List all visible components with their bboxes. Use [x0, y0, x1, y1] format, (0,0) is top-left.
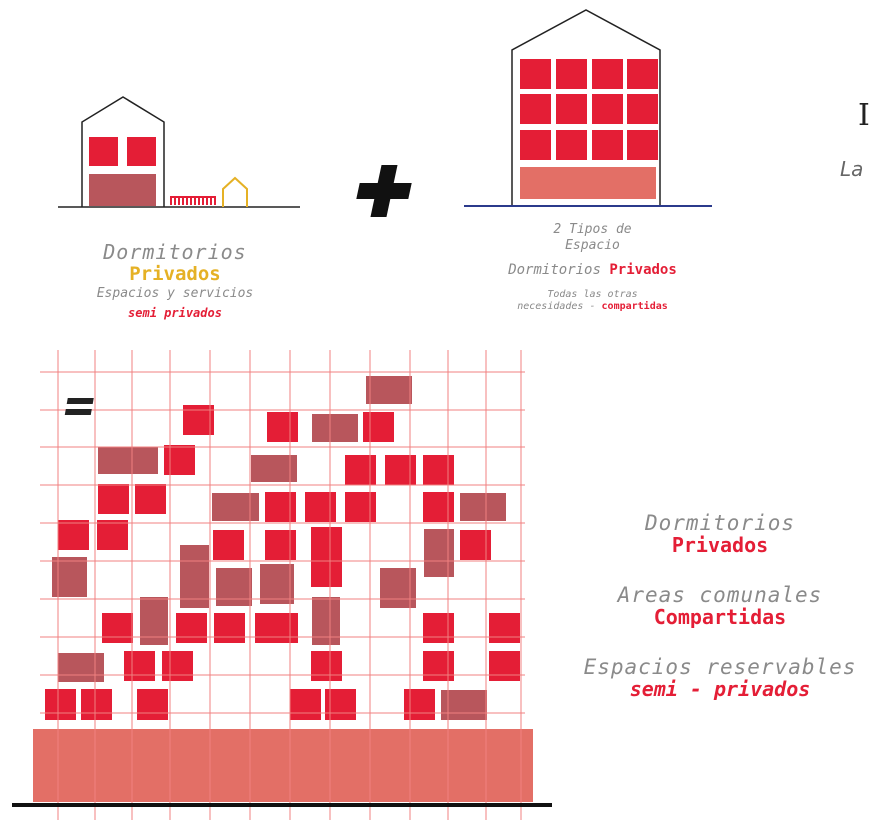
legend-dormitorios: Dormitorios	[560, 512, 880, 534]
caption-todas: Todas las otras	[465, 288, 720, 301]
building-grid-diagram	[0, 350, 560, 825]
caption-espacios-servicios: Espacios y servicios	[40, 284, 310, 304]
caption-compartidas: compartidas	[602, 301, 668, 312]
caption-privados: Privados	[40, 264, 310, 284]
page-subtitle: La	[840, 157, 863, 181]
page-title: I	[858, 98, 870, 133]
caption-privados-right: Privados	[609, 262, 676, 278]
legend-privados: Privados	[560, 534, 880, 556]
equals-icon	[64, 398, 96, 418]
plus-icon	[350, 163, 418, 219]
caption-dormitorios-privados: Dormitorios Privados	[465, 256, 720, 284]
right-house-caption: 2 Tipos de Espacio Dormitorios Privados …	[465, 222, 720, 313]
caption-espacio: Espacio	[465, 237, 720, 254]
legend-areas-comunales: Areas comunales	[560, 584, 880, 606]
small-house-illustration	[55, 92, 305, 212]
caption-necesidades-text: necesidades -	[517, 301, 595, 312]
caption-dormitorios-right: Dormitorios	[508, 262, 601, 278]
legend: Dormitorios Privados Areas comunales Com…	[560, 512, 880, 700]
caption-semi-privados: semi privados	[40, 304, 310, 322]
caption-dormitorios: Dormitorios	[40, 240, 310, 264]
left-house-caption: Dormitorios Privados Espacios y servicio…	[40, 240, 310, 322]
large-house-illustration	[462, 5, 714, 210]
legend-espacios-reservables: Espacios reservables	[560, 656, 880, 678]
caption-necesidades: necesidades - compartidas	[465, 301, 720, 313]
caption-tipos: 2 Tipos de	[465, 222, 720, 237]
legend-compartidas: Compartidas	[560, 606, 880, 628]
legend-semi-privados: semi - privados	[560, 678, 880, 700]
